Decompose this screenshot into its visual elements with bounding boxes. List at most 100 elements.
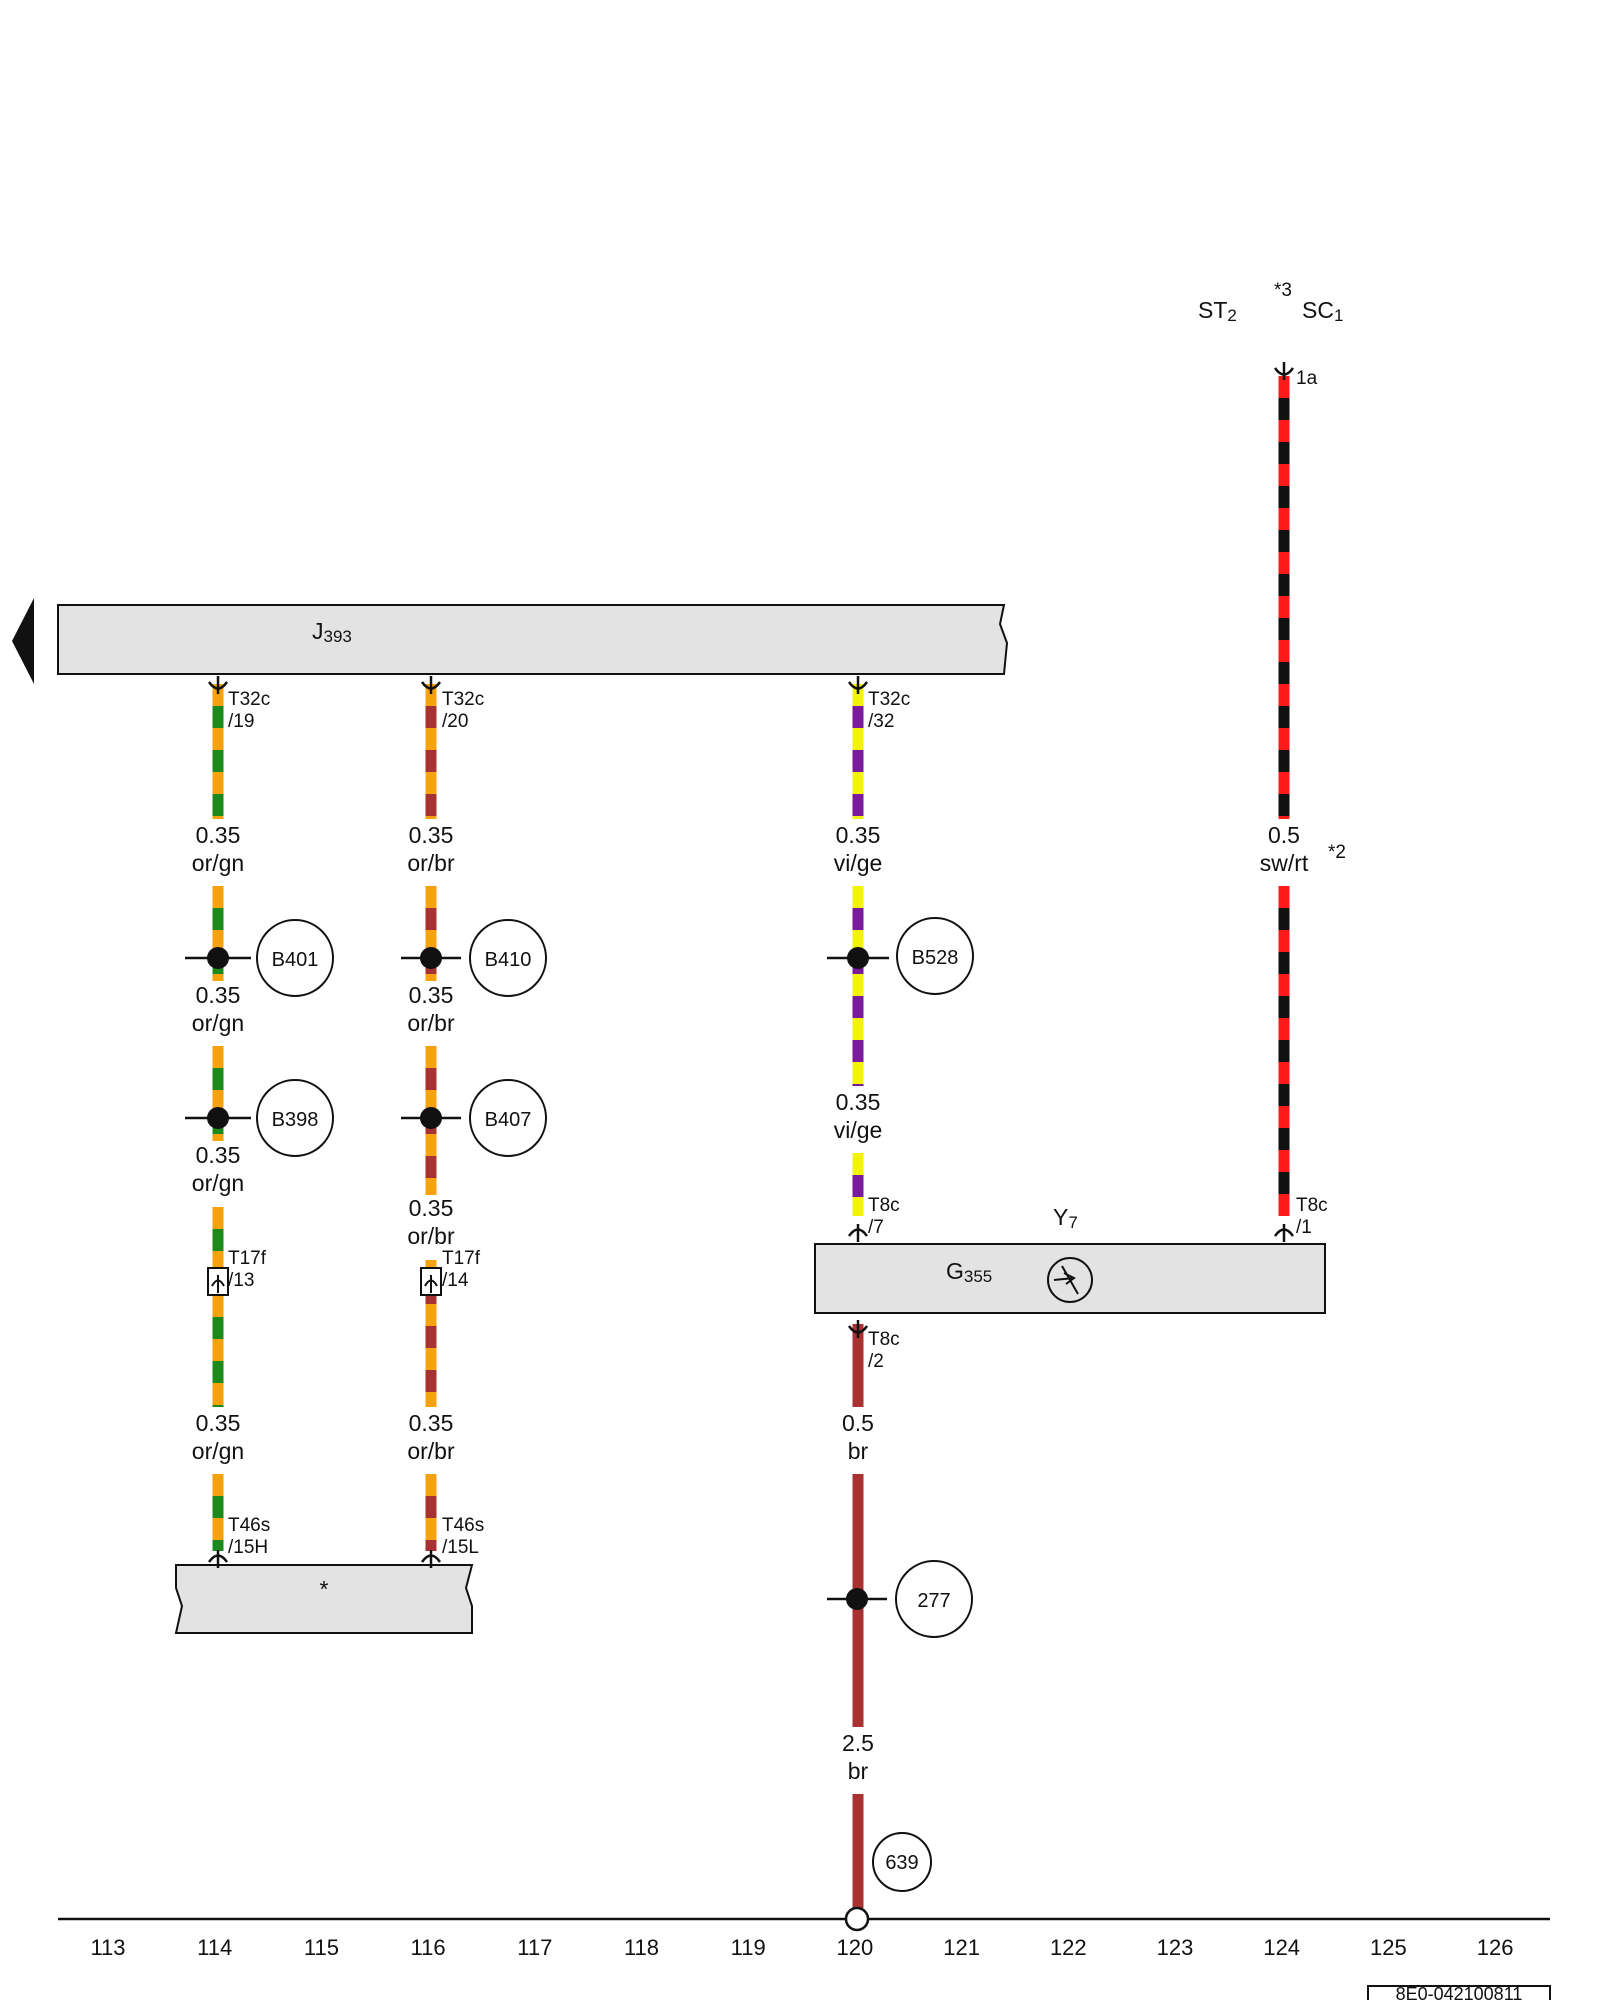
g355-label: G <box>946 1258 964 1284</box>
grid-number: 122 <box>1050 1935 1087 1960</box>
wire-size: 0.35 <box>196 982 241 1008</box>
wire-color: or/gn <box>192 1170 244 1196</box>
pins-layer <box>207 362 1295 1568</box>
grid-number: 117 <box>517 1935 552 1960</box>
grid-number: 114 <box>197 1935 232 1960</box>
pin-t32c-20-a: T32c <box>442 689 484 710</box>
pin-connector-icon <box>1273 362 1295 380</box>
pin-t32c-32-a: T32c <box>868 689 910 710</box>
grid-number: 126 <box>1477 1935 1514 1960</box>
wire-stripe <box>212 794 224 816</box>
wire-size: 0.5 <box>1268 822 1300 848</box>
pin-t17f-14-b: /14 <box>442 1270 469 1291</box>
wire-stripe <box>212 1229 224 1251</box>
grid-number: 116 <box>411 1935 446 1960</box>
left-arrow-icon <box>12 598 34 684</box>
splice-node <box>827 1588 887 1610</box>
wire-size: 0.35 <box>196 822 241 848</box>
splice-node <box>401 947 461 969</box>
wire-color: or/br <box>407 1223 455 1249</box>
wire-stripe <box>1278 794 1290 816</box>
wire-size: 2.5 <box>842 1730 874 1756</box>
wire-segment <box>425 684 437 819</box>
st2-label: ST <box>1198 297 1227 323</box>
wire-size: 0.35 <box>196 1410 241 1436</box>
wire-stripe <box>852 1175 864 1197</box>
wire-segment <box>1278 376 1290 819</box>
pin-t8c-2-b: /2 <box>868 1351 884 1372</box>
pin-t8c-7-b: /7 <box>868 1217 884 1238</box>
grid-number: 121 <box>943 1935 980 1960</box>
wire-color: br <box>848 1758 869 1784</box>
wire-stripe <box>852 1084 864 1086</box>
j393-label: J <box>312 618 324 644</box>
humidity-sensor-symbol-icon <box>1047 1257 1093 1303</box>
pin-t32c-19-b: /19 <box>228 711 254 732</box>
wire-stripe <box>852 908 864 930</box>
y7-subscript: 7 <box>1068 1213 1077 1232</box>
wire-color: br <box>848 1438 869 1464</box>
pin-connector-icon <box>420 676 442 694</box>
wire-stripe <box>425 750 437 772</box>
wire-base <box>425 886 437 981</box>
grid-number: 113 <box>90 1935 125 1960</box>
note-3-marker: *3 <box>1274 280 1292 301</box>
st2-subscript: 2 <box>1227 306 1236 325</box>
wire-size: 0.35 <box>409 822 454 848</box>
wire-stripe <box>1278 442 1290 464</box>
wire-stripe <box>425 706 437 728</box>
doc-id-label: 8E0-042100811 <box>1396 1984 1523 2000</box>
sc1-subscript: 1 <box>1334 306 1343 325</box>
wire-stripe <box>425 1496 437 1518</box>
splice-node <box>401 1107 461 1129</box>
wire-segment <box>212 1207 224 1407</box>
svg-text:G355: G355 <box>946 1258 992 1286</box>
wire-base <box>852 1794 864 1908</box>
wire-stripe <box>1278 530 1290 552</box>
wire-stripe <box>852 750 864 772</box>
pin-t46s-15h-a: T46s <box>228 1515 270 1536</box>
splice-node <box>185 1107 251 1129</box>
pin-t8c-1-a: T8c <box>1296 1195 1328 1216</box>
node-b410: B410 <box>469 919 547 997</box>
wire-stripe <box>1278 908 1290 930</box>
pin-connector-icon <box>847 1320 869 1338</box>
sc1-label: SC <box>1302 297 1334 323</box>
wire-stripe <box>1278 662 1290 684</box>
wire-base <box>1278 376 1290 819</box>
wire-segment <box>212 684 224 819</box>
node-b398-label: B398 <box>272 1109 319 1131</box>
grid-number: 125 <box>1370 1935 1407 1960</box>
wire-size: 0.35 <box>409 1410 454 1436</box>
wire-size: 0.35 <box>836 1089 881 1115</box>
pin-t17f-13-b: /13 <box>228 1270 254 1291</box>
wire-stripe <box>212 1496 224 1518</box>
node-b407-label: B407 <box>485 1109 532 1131</box>
pin-t8c-2-a: T8c <box>868 1329 900 1350</box>
wire-segment <box>1278 886 1290 1216</box>
pin-connector-icon <box>207 1550 229 1568</box>
svg-text:Y7: Y7 <box>1053 1204 1078 1232</box>
wire-stripe <box>1278 574 1290 596</box>
grid-number: 119 <box>731 1935 766 1960</box>
wire-stripe <box>425 1540 437 1551</box>
wire-stripe <box>425 908 437 930</box>
wire-stripe <box>852 794 864 816</box>
wire-base <box>852 886 864 1086</box>
splices-layer <box>185 947 889 1610</box>
grid-number: 123 <box>1157 1935 1194 1960</box>
wire-segment <box>425 1474 437 1551</box>
wire-stripe <box>212 908 224 930</box>
g355-subscript: 355 <box>964 1267 992 1286</box>
node-b528: B528 <box>896 917 974 995</box>
control-unit-j393-box <box>57 604 1009 675</box>
node-bubbles: B401 B398 B410 B407 B528 277 639 <box>256 917 974 1892</box>
wire-segment <box>852 1153 864 1216</box>
wire-color: or/gn <box>192 1010 244 1036</box>
pin-1a: 1a <box>1296 368 1318 389</box>
wire-stripe <box>212 1361 224 1383</box>
svg-text:J393: J393 <box>312 618 352 646</box>
wire-stripe <box>1278 1040 1290 1062</box>
